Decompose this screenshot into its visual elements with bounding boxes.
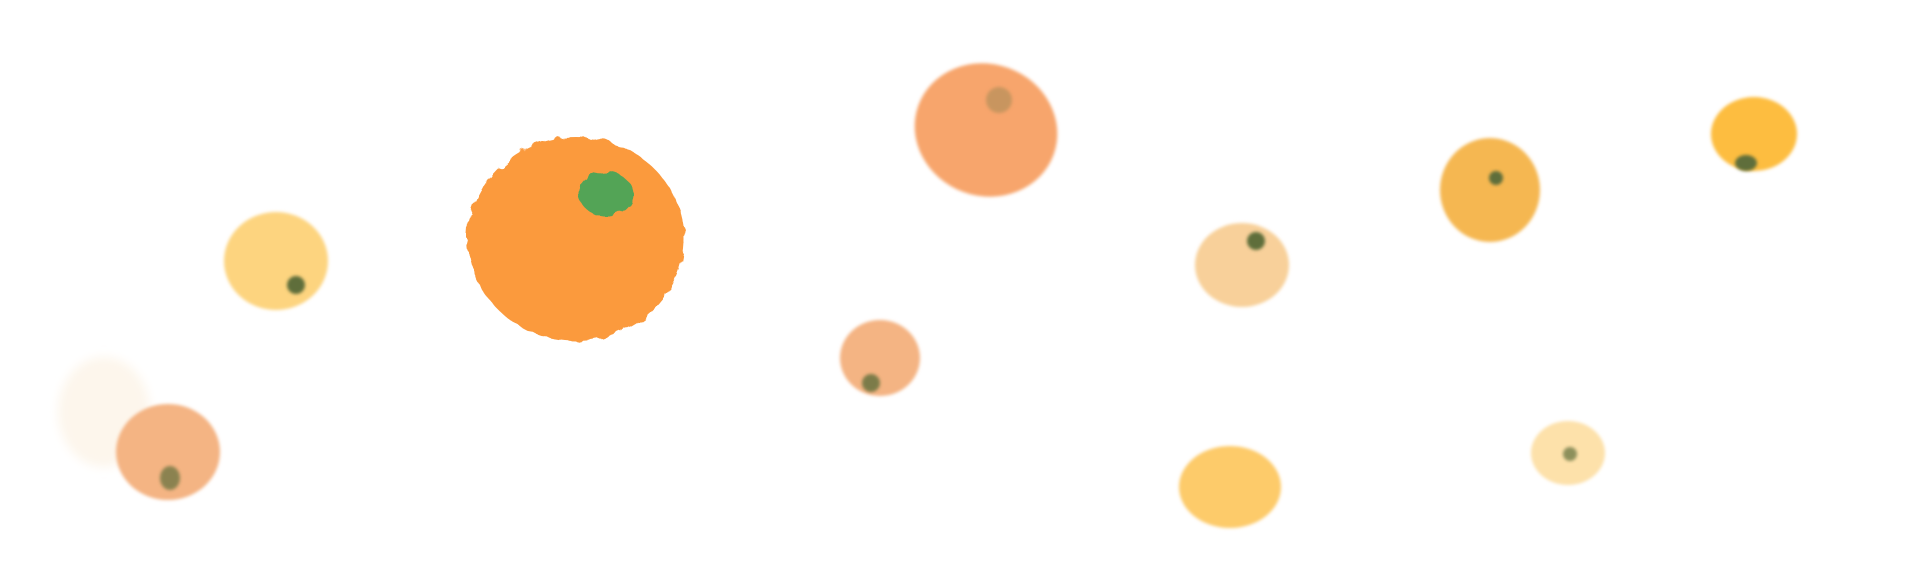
pale-fruit-body [1195, 223, 1289, 307]
salmon-orange-body [914, 63, 1058, 197]
yellow-fruit-left-stem-icon [287, 276, 305, 294]
peach-fruit-center-stem-icon [862, 374, 880, 392]
peach-fruit-bottom-left-body [116, 404, 220, 500]
pale-cream-fruit-stem-icon [1563, 447, 1577, 461]
soft-yellow-fruit [1179, 446, 1281, 528]
big-orange-body [468, 137, 684, 341]
salmon-orange [914, 63, 1058, 197]
peach-fruit-bottom-left [116, 404, 220, 500]
peach-fruit-center [840, 320, 920, 396]
amber-fruit-body [1440, 138, 1540, 242]
big-orange [468, 137, 684, 341]
golden-fruit [1711, 97, 1797, 171]
pale-cream-fruit [1531, 421, 1605, 485]
salmon-orange-stem-icon [986, 87, 1012, 113]
yellow-fruit-left-body [224, 212, 328, 310]
pale-fruit [1195, 223, 1289, 307]
pale-fruit-stem-icon [1247, 232, 1265, 250]
big-orange-leaf-icon [579, 172, 633, 216]
golden-fruit-body [1711, 97, 1797, 171]
peach-fruit-bottom-left-stem-icon [160, 466, 180, 490]
golden-fruit-stem-icon [1735, 155, 1757, 171]
yellow-fruit-left [224, 212, 328, 310]
amber-fruit-stem-icon [1489, 171, 1503, 185]
peach-fruit-center-body [840, 320, 920, 396]
amber-fruit [1440, 138, 1540, 242]
